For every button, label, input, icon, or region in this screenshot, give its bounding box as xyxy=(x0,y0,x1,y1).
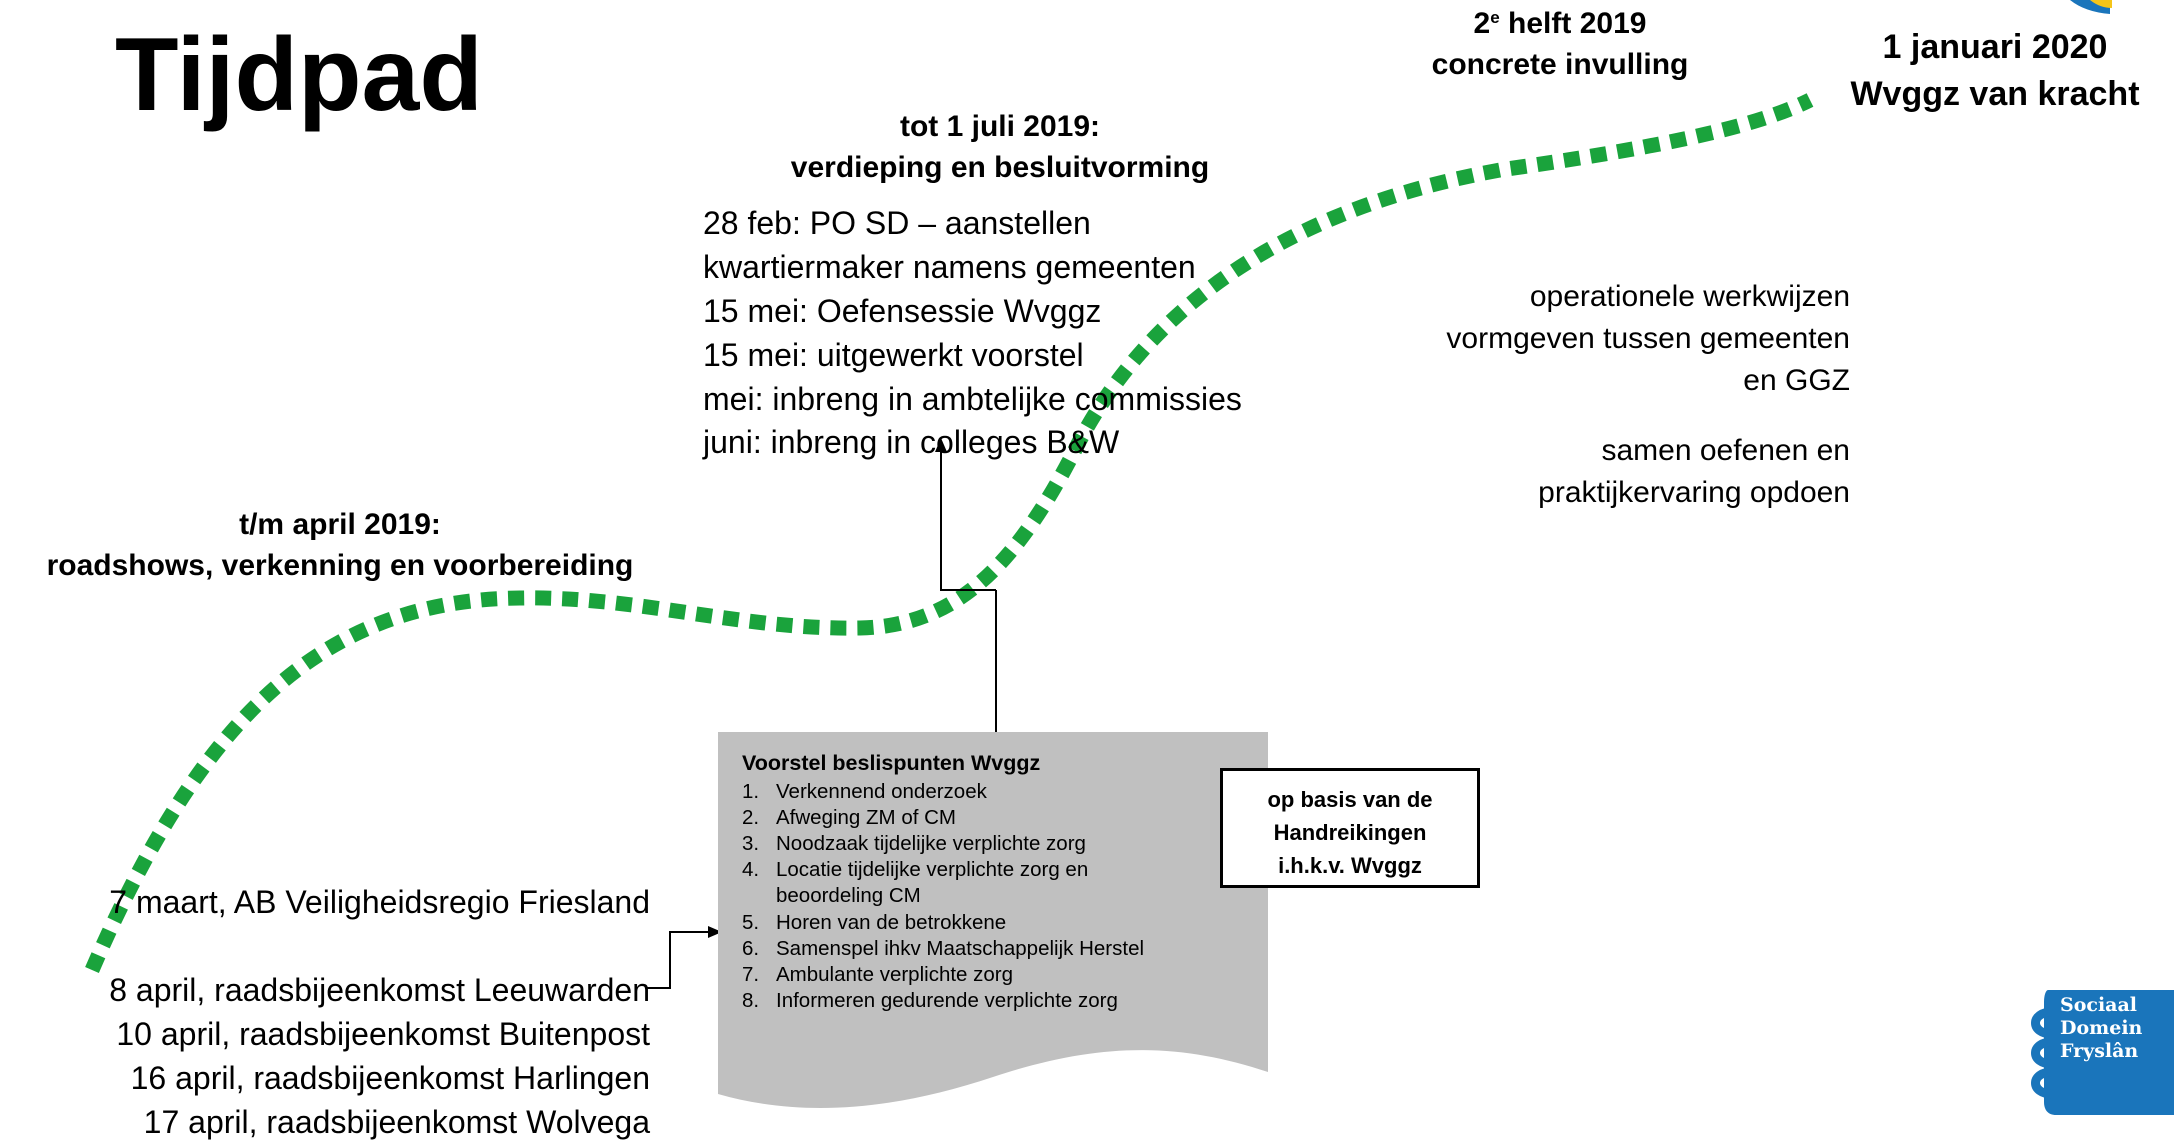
phase-2-label: tot 1 juli 2019: verdieping en besluitvo… xyxy=(700,107,1300,188)
milestone-line: mei: inbreng in ambtelijke commissies xyxy=(703,380,1242,417)
proposal-item: 5. Horen van de betrokkene xyxy=(742,910,1262,936)
proposal-item: 1. Verkennend onderzoek xyxy=(742,779,1262,805)
milestone-line: 15 mei: uitgewerkt voorstel xyxy=(703,336,1084,373)
arrowhead-right xyxy=(708,926,722,938)
meeting-item: 17 april, raadsbijeenkomst Wolvega xyxy=(143,1104,650,1140)
proposal-item-text: beoordeling CM xyxy=(776,884,921,908)
timeline-curve xyxy=(85,93,1814,973)
phase-3-period: 2e helft 2019 xyxy=(1380,4,1740,45)
proposal-title: Voorstel beslispunten Wvggz xyxy=(742,751,1041,775)
proposal-item-text: Horen van de betrokkene xyxy=(776,910,1007,934)
proposal-item-number: 4. xyxy=(742,858,760,882)
operations-line: vormgeven tussen gemeenten xyxy=(1446,322,1850,355)
sociaal-domein-logo: Sociaal Domein Fryslân xyxy=(2000,990,2174,1115)
proposal-item-number: 8. xyxy=(742,989,760,1013)
proposal-item: beoordeling CM xyxy=(742,883,1262,909)
connector-to-milestones xyxy=(940,448,996,591)
phase-3-num: 2 xyxy=(1473,7,1491,40)
proposal-item-number: 7. xyxy=(742,963,760,987)
phase-2-period: tot 1 juli 2019: xyxy=(899,110,1101,143)
phase-4-description: Wvggz van kracht xyxy=(1850,74,2140,113)
proposal-item: 8. Informeren gedurende verplichte zorg xyxy=(742,988,1262,1014)
proposal-item-number: 2. xyxy=(742,805,760,829)
proposal-item-number xyxy=(742,883,776,909)
proposal-content: Voorstel beslispunten Wvggz 1. Verkennend… xyxy=(742,750,1262,1015)
milestone-line: 28 feb: PO SD – aanstellen xyxy=(703,205,1091,241)
basis-box: op basis van de Handreikingen i.h.k.v. W… xyxy=(1220,768,1480,888)
proposal-item: 4. Locatie tijdelijke verplichte zorg en xyxy=(742,857,1262,883)
proposal-item-text: Ambulante verplichte zorg xyxy=(776,963,1014,987)
phase-3-sup: e xyxy=(1490,8,1500,27)
meeting-item: 8 april, raadsbijeenkomst Leeuwarden xyxy=(109,972,650,1008)
phase-1-period: t/m april 2019: xyxy=(239,508,441,541)
logo-shape xyxy=(2031,990,2174,1115)
milestone-list: 28 feb: PO SD – aanstellen kwartiermaker… xyxy=(703,202,1242,465)
proposal-item-text: Samenspel ihkv Maatschappelijk Herstel xyxy=(776,936,1145,960)
operations-line: en GGZ xyxy=(1743,364,1850,397)
phase-3-description: concrete invulling xyxy=(1431,47,1689,81)
milestone-line: kwartiermaker namens gemeenten xyxy=(703,248,1196,285)
proposal-item-number: 3. xyxy=(742,831,760,855)
document-shape xyxy=(718,732,1268,1109)
logo-line: Sociaal xyxy=(2060,994,2138,1016)
proposal-item-number: 5. xyxy=(742,910,760,934)
milestone-line: juni: inbreng in colleges B&W xyxy=(703,424,1120,461)
proposal-item-text: Informeren gedurende verplichte zorg xyxy=(776,989,1118,1013)
arrowhead-up xyxy=(935,438,947,452)
logo-line: Domein xyxy=(2060,1016,2143,1039)
meeting-gap xyxy=(60,924,650,968)
basis-line: Handreikingen xyxy=(1273,820,1427,845)
proposal-item-number: 6. xyxy=(742,936,760,960)
proposal-item-text: Afweging ZM of CM xyxy=(776,805,956,829)
logo-text: Sociaal Domein Fryslân xyxy=(2060,994,2142,1062)
page-title: Tijdpad xyxy=(115,17,483,133)
phase-3-rest: helft 2019 xyxy=(1499,7,1647,40)
phase-4-label: 1 januari 2020 Wvggz van kracht xyxy=(1815,24,2174,118)
phase-3-label: 2e helft 2019 concrete invulling xyxy=(1380,4,1740,85)
milestone-line: 15 mei: Oefensessie Wvggz xyxy=(703,292,1102,329)
proposal-item: 2. Afweging ZM of CM xyxy=(742,805,1262,831)
proposal-item: 3. Noodzaak tijdelijke verplichte zorg xyxy=(742,831,1262,857)
basis-line: op basis van de xyxy=(1267,787,1433,812)
proposal-item-text: Verkennend onderzoek xyxy=(776,779,987,803)
timeline-diagram xyxy=(85,0,2112,989)
phase-2-description: verdieping en besluitvorming xyxy=(790,150,1210,184)
proposal-item: 6. Samenspel ihkv Maatschappelijk Herstel xyxy=(742,936,1262,962)
corner-graphic-accent xyxy=(2090,0,2112,8)
meeting-item: 10 april, raadsbijeenkomst Buitenpost xyxy=(116,1016,650,1052)
operations-line: samen oefenen en xyxy=(1601,434,1850,467)
proposal-item-text: Locatie tijdelijke verplichte zorg en xyxy=(776,858,1089,882)
meeting-item: 16 april, raadsbijeenkomst Harlingen xyxy=(130,1060,650,1096)
meeting-list: 7 maart, AB Veiligheidsregio Friesland 8… xyxy=(60,880,650,1144)
proposal-list: 1. Verkennend onderzoek 2. Afweging ZM of C… xyxy=(742,779,1262,1015)
phase-1-label: t/m april 2019: roadshows, verkenning en… xyxy=(0,505,680,586)
proposal-item: 7. Ambulante verplichte zorg xyxy=(742,962,1262,988)
proposal-item-number: 1. xyxy=(742,779,760,803)
operations-block-1: operationele werkwijzen vormgeven tussen… xyxy=(1290,276,1850,402)
basis-line: i.h.k.v. Wvggz xyxy=(1278,853,1422,878)
connector-meeting-to-doc xyxy=(645,931,710,989)
logo-line: Fryslân xyxy=(2060,1039,2139,1062)
operations-block-2: samen oefenen en praktijkervaring opdoen xyxy=(1290,430,1850,514)
operations-line: praktijkervaring opdoen xyxy=(1538,476,1850,509)
meeting-item: 7 maart, AB Veiligheidsregio Friesland xyxy=(109,884,650,920)
phase-4-date: 1 januari 2020 xyxy=(1882,28,2108,66)
proposal-item-text: Noodzaak tijdelijke verplichte zorg xyxy=(776,831,1086,855)
phase-1-description: roadshows, verkenning en voorbereiding xyxy=(46,548,634,582)
operations-line: operationele werkwijzen xyxy=(1529,280,1850,313)
